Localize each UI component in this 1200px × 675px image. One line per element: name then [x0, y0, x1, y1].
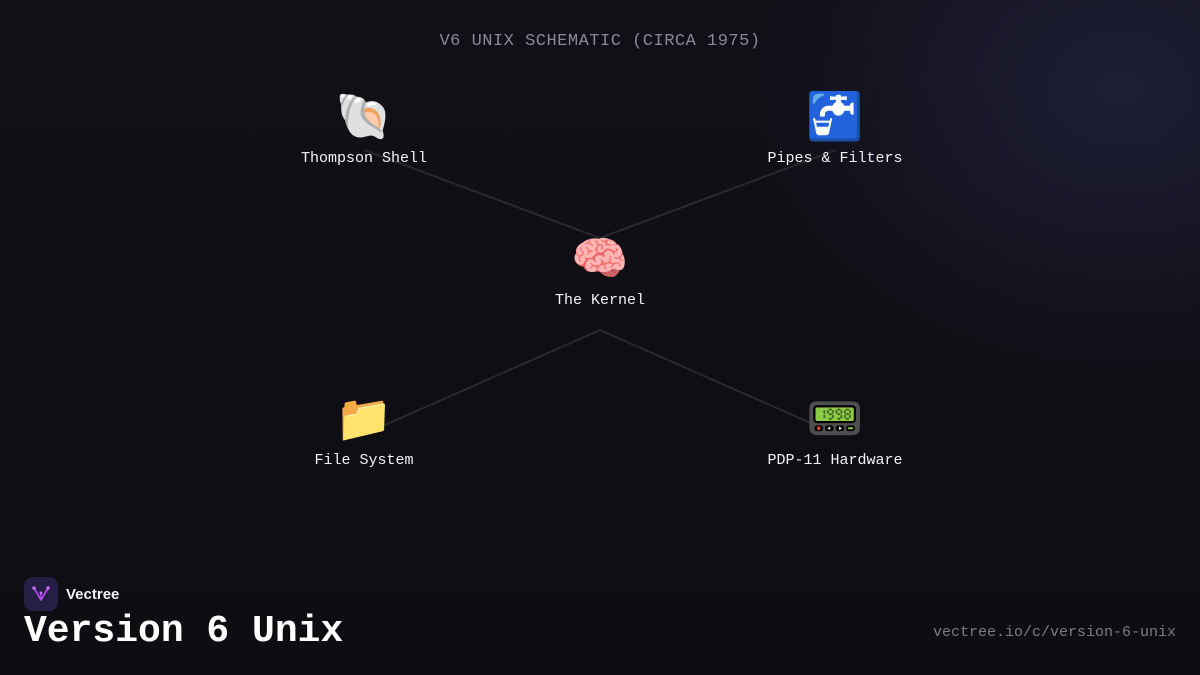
- brain-icon: 🧠: [571, 231, 629, 285]
- node-label: Thompson Shell: [300, 150, 428, 167]
- node-pipes-filters[interactable]: 🚰 Pipes & Filters: [715, 86, 955, 167]
- faucet-icon: 🚰: [806, 89, 864, 143]
- node-label: The Kernel: [554, 292, 645, 309]
- folder-icon: 📁: [335, 391, 393, 445]
- edge-kernel-hardware: [599, 329, 816, 426]
- pager-icon: 📟: [806, 391, 864, 445]
- edge-pipes-kernel: [599, 149, 837, 239]
- page-title: Version 6 Unix: [24, 610, 344, 653]
- brand[interactable]: Vectree: [24, 577, 119, 611]
- brand-name: Vectree: [66, 585, 120, 603]
- node-pdp11-hardware[interactable]: 📟 PDP-11 Hardware: [715, 388, 955, 469]
- node-file-system[interactable]: 📁 File System: [244, 388, 484, 469]
- page-url[interactable]: vectree.io/c/version-6-unix: [932, 624, 1176, 641]
- node-label: File System: [314, 452, 414, 469]
- node-thompson-shell[interactable]: 🐚 Thompson Shell: [244, 86, 484, 167]
- node-kernel[interactable]: 🧠 The Kernel: [480, 228, 720, 309]
- node-label: Pipes & Filters: [767, 150, 903, 167]
- node-label: PDP-11 Hardware: [767, 452, 903, 469]
- edge-kernel-filesystem: [384, 329, 601, 426]
- vectree-logo-icon: [24, 577, 58, 611]
- shell-icon: 🐚: [335, 89, 393, 143]
- diagram-title: V6 UNIX SCHEMATIC (CIRCA 1975): [439, 32, 761, 51]
- edge-shell-kernel: [363, 149, 601, 239]
